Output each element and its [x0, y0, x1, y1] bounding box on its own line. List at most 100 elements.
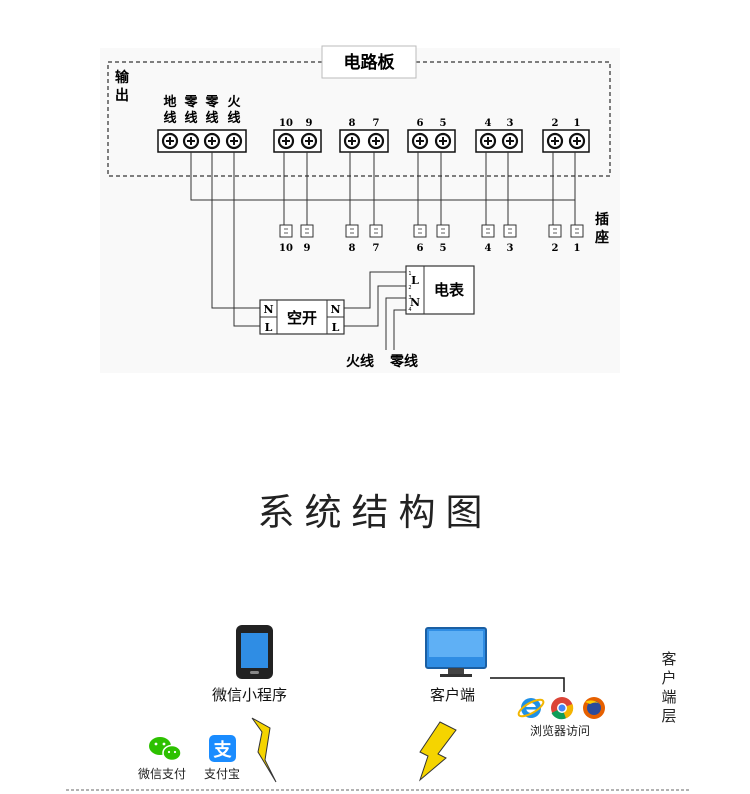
socket-number-7: 7 — [373, 243, 380, 254]
wechat-pay-label: 微信支付 — [138, 767, 187, 781]
terminal-label-neutral-a-2: 线 — [184, 110, 197, 126]
socket-blocks: 10 9 8 7 6 5 4 3 2 1 — [279, 224, 584, 254]
socket-number-9: 9 — [304, 243, 311, 254]
meter-pin-number-4: 4 — [408, 307, 411, 313]
terminal-number-10: 10 — [279, 118, 293, 129]
breaker-pin-n-left: N — [263, 303, 273, 316]
client-label: 客户端 — [430, 686, 476, 704]
pair-screw-5 — [411, 132, 429, 150]
terminal-labels: 地 线 零 线 零 线 火 线 — [163, 94, 241, 126]
board-label: 电路板 — [344, 52, 396, 73]
meter-pin-n: N — [410, 296, 420, 309]
socket-7: 7 — [369, 224, 383, 254]
socket-9: 9 — [300, 224, 314, 254]
phone-icon — [236, 625, 273, 679]
breaker-pin-l-left: L — [265, 321, 273, 334]
meter-pin-number-1: 1 — [408, 271, 411, 277]
neutral-output-wire — [211, 152, 260, 309]
terminal-label-live-2: 线 — [227, 110, 240, 126]
socket-8: 8 — [345, 224, 359, 254]
terminal-number-1: 1 — [574, 118, 581, 129]
meter-neutral-in-wire — [393, 309, 406, 350]
socket-2: 2 — [548, 224, 562, 254]
socket-wires — [283, 152, 576, 225]
output-label-1: 输 — [115, 69, 130, 86]
meter-live-in-wire — [385, 297, 406, 350]
chrome-icon — [551, 697, 574, 720]
breaker-meter-wire-1 — [344, 271, 406, 309]
output-screw-2 — [182, 132, 200, 150]
output-screw-3 — [203, 132, 221, 150]
lightning-icon-right — [418, 721, 457, 782]
alipay-icon-glyph: 支 — [213, 739, 233, 761]
wechat-pay-icon — [149, 737, 182, 762]
wiring — [190, 152, 576, 350]
breaker-label: 空开 — [287, 309, 317, 327]
socket-1: 1 — [570, 224, 584, 254]
socket-number-6: 6 — [417, 243, 424, 254]
alipay-icon: 支 — [209, 735, 236, 762]
terminal-number-8: 8 — [349, 118, 356, 129]
meter-body — [405, 265, 475, 315]
socket-number-4: 4 — [485, 243, 492, 254]
socket-5: 5 — [436, 224, 450, 254]
pair-screw-8 — [501, 132, 519, 150]
board-label-box — [321, 45, 417, 79]
system-structure-title: 系统结构图 — [257, 491, 493, 534]
live-line-label: 火线 — [346, 353, 374, 370]
meter-pin-number-3: 3 — [408, 295, 411, 301]
socket-number-5: 5 — [440, 243, 447, 254]
terminal-label-neutral-b-2: 线 — [205, 110, 218, 126]
socket-6: 6 — [413, 224, 427, 254]
socket-number-10: 10 — [279, 243, 293, 254]
firefox-icon — [583, 697, 605, 719]
terminal-label-ground-1: 地 — [163, 94, 176, 110]
pair-screw-2 — [300, 132, 318, 150]
meter-pin-l: L — [411, 274, 419, 287]
client-layer-label: 客户端层 — [661, 650, 677, 725]
terminal-number-2: 2 — [552, 118, 559, 129]
monitor-icon — [425, 627, 487, 677]
socket-number-2: 2 — [552, 243, 559, 254]
terminal-label-neutral-b-1: 零 — [204, 95, 219, 110]
pair-screw-4 — [367, 132, 385, 150]
terminal-number-5: 5 — [440, 118, 447, 129]
terminal-label-live-1: 火 — [227, 95, 241, 110]
terminal-number-7: 7 — [373, 118, 380, 129]
pair-screw-10 — [568, 132, 586, 150]
browser-access-label: 浏览器访问 — [530, 724, 591, 738]
output-screw-4 — [225, 132, 243, 150]
terminal-label-neutral-a-1: 零 — [183, 95, 198, 110]
breaker: N L N L 空开 — [259, 299, 345, 335]
socket-10: 10 — [279, 224, 293, 254]
breaker-pin-l-right: L — [332, 321, 340, 334]
breaker-pin-n-right: N — [330, 303, 340, 316]
socket-4: 4 — [481, 224, 495, 254]
ie-icon — [517, 698, 545, 718]
socket-3: 3 — [503, 224, 517, 254]
pair-screw-3 — [343, 132, 361, 150]
meter-label: 电表 — [434, 281, 465, 299]
alipay-label: 支付宝 — [204, 767, 241, 781]
terminal-number-3: 3 — [507, 118, 514, 129]
socket-number-3: 3 — [507, 243, 514, 254]
pair-screw-7 — [479, 132, 497, 150]
output-terminal-block — [157, 129, 247, 153]
terminal-number-4: 4 — [485, 118, 492, 129]
terminal-number-6: 6 — [417, 118, 424, 129]
socket-number-8: 8 — [349, 243, 356, 254]
pair-screw-6 — [434, 132, 452, 150]
lightning-icon-left — [251, 717, 277, 783]
pair-screw-9 — [546, 132, 564, 150]
client-browser-connector — [490, 677, 565, 692]
socket-number-1: 1 — [574, 243, 581, 254]
pair-screw-1 — [277, 132, 295, 150]
miniprogram-label: 微信小程序 — [212, 686, 288, 704]
